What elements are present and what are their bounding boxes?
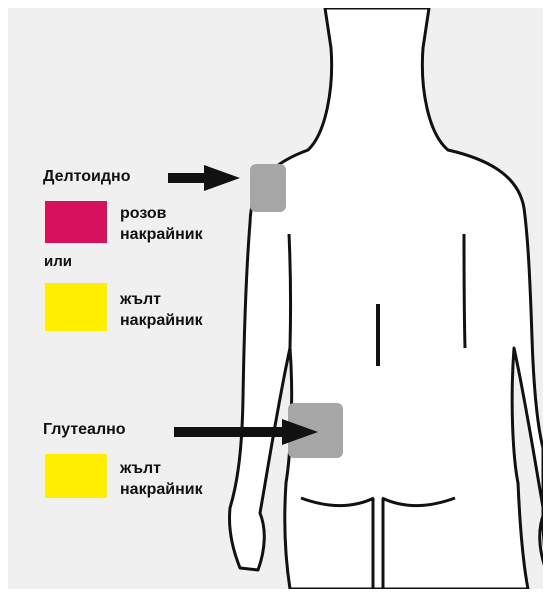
pink-tip-line1: розов <box>120 203 203 224</box>
pink-tip-text: розов накрайник <box>120 203 203 245</box>
pink-tip-swatch <box>45 201 107 243</box>
gluteal-label: Глутеално <box>43 421 126 439</box>
body-outline <box>229 8 543 589</box>
yellow-tip-text-deltoid: жълт накрайник <box>120 289 203 331</box>
deltoid-arrow <box>168 165 240 191</box>
yellow-tip-swatch-gluteal <box>45 454 107 498</box>
yellow-tip-swatch-deltoid <box>45 283 107 331</box>
deltoid-injection-site <box>250 164 286 212</box>
left-arm-inner-line <box>289 234 291 348</box>
yellow-tip-text-gluteal: жълт накрайник <box>120 458 203 500</box>
diagram-frame: Делтоидно розов накрайник или жълт накра… <box>8 8 543 589</box>
yellow-tip-deltoid-line2: накрайник <box>120 310 203 331</box>
right-arm-inner-line <box>464 234 465 348</box>
or-text: или <box>44 253 72 270</box>
yellow-tip-gluteal-line1: жълт <box>120 458 203 479</box>
deltoid-label: Делтоидно <box>43 168 130 186</box>
pink-tip-line2: накрайник <box>120 224 203 245</box>
yellow-tip-deltoid-line1: жълт <box>120 289 203 310</box>
yellow-tip-gluteal-line2: накрайник <box>120 479 203 500</box>
